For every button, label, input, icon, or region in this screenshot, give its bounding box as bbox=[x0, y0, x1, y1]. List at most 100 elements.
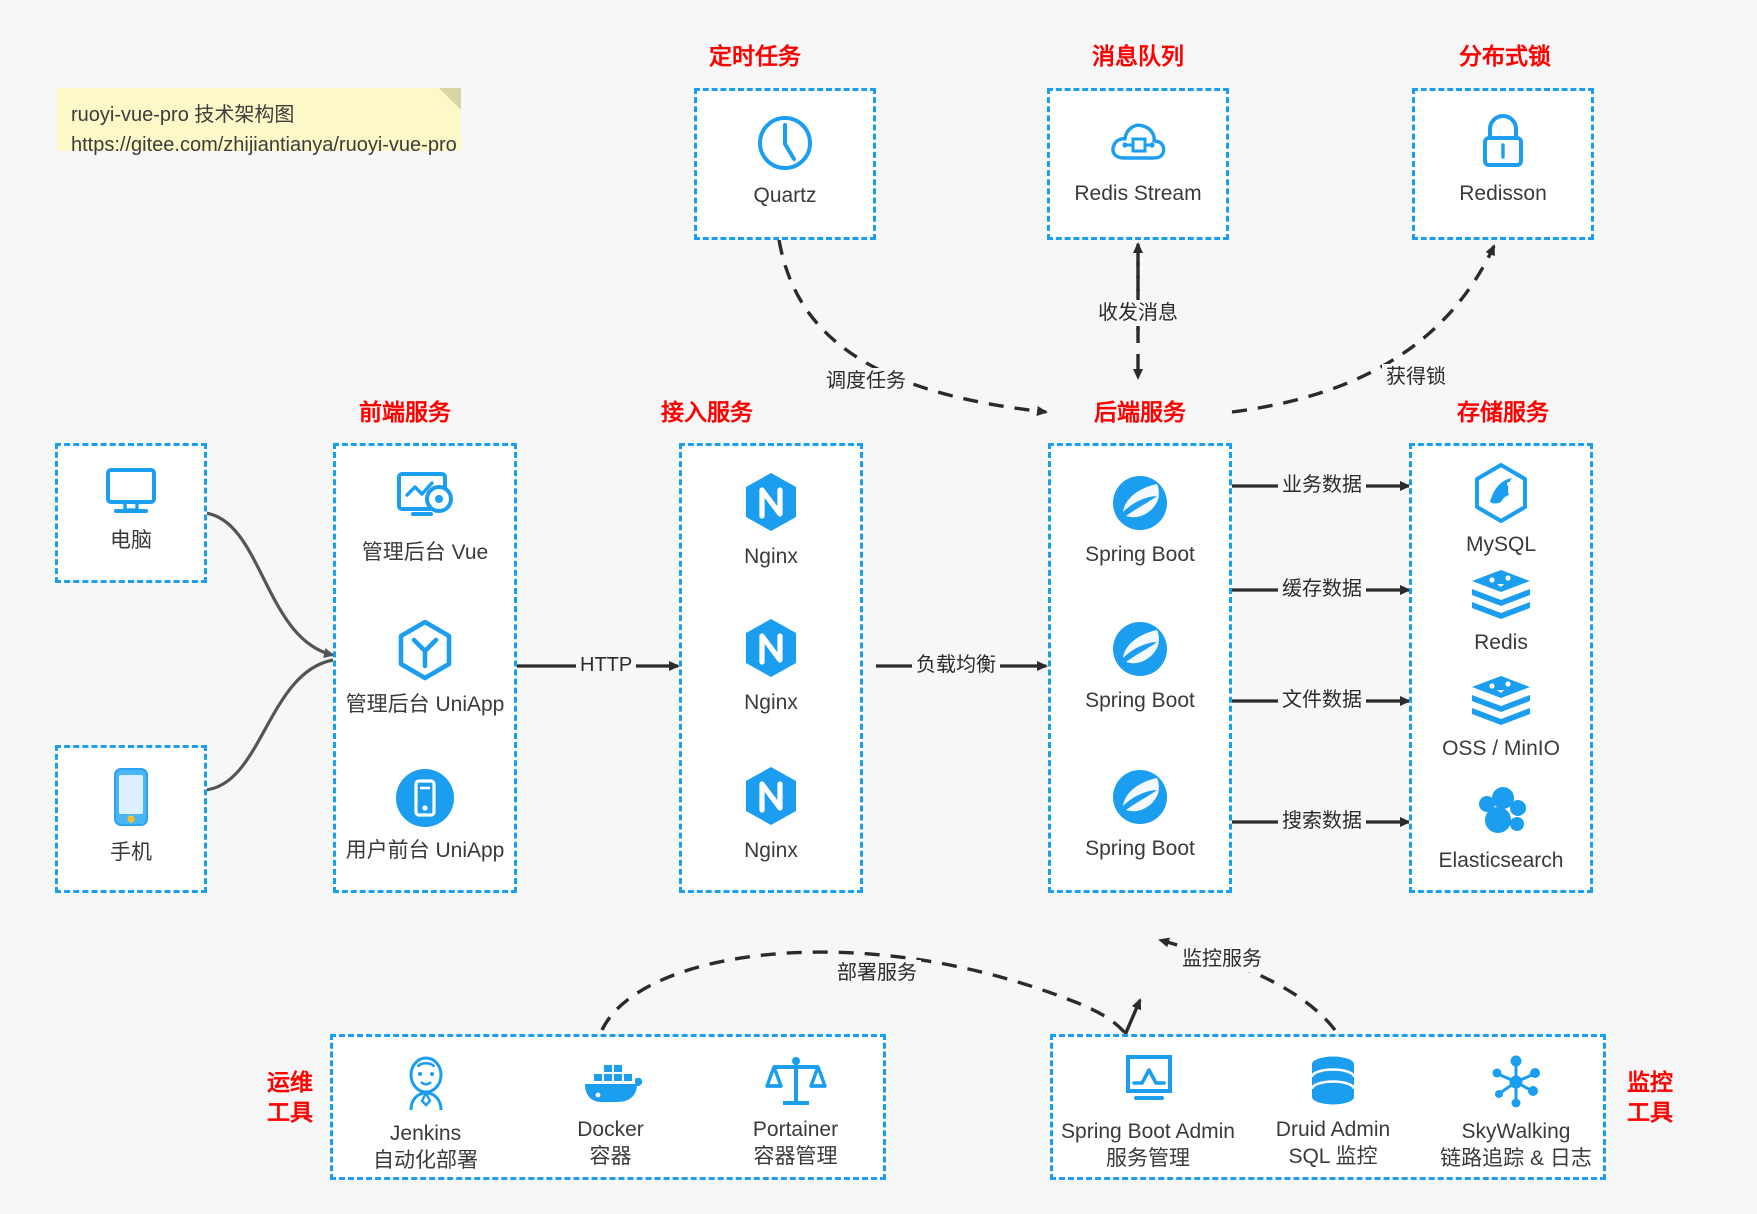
node-nginx-2[interactable]: Nginx bbox=[682, 616, 860, 716]
node-label: Druid Admin bbox=[1275, 1118, 1391, 1141]
node-label: Redis Stream bbox=[1074, 182, 1202, 205]
nginx-icon bbox=[746, 619, 796, 677]
node-label: Quartz bbox=[753, 184, 817, 207]
node-label: Elasticsearch bbox=[1438, 849, 1564, 872]
node-label: Docker bbox=[577, 1118, 644, 1141]
edge-label-send-receive-message: 收发消息 bbox=[1094, 300, 1182, 326]
group-title-monitor-line2: 工具 bbox=[1627, 1098, 1673, 1125]
node-label: Nginx bbox=[744, 691, 798, 714]
node-user-uniapp[interactable]: 用户前台 UniApp bbox=[336, 766, 514, 864]
node-admin-vue[interactable]: 管理后台 Vue bbox=[336, 468, 514, 566]
note-url: https://gitee.com/zhijiantianya/ruoyi-vu… bbox=[71, 134, 457, 156]
database-icon bbox=[1310, 1056, 1356, 1105]
edge-label-http: HTTP bbox=[576, 652, 637, 678]
docker-icon bbox=[584, 1065, 642, 1102]
node-mysql[interactable]: MySQL bbox=[1412, 462, 1590, 558]
group-box-storage[interactable]: MySQL Redis OSS / MinIO bbox=[1409, 443, 1593, 893]
edge-backend-to-redisson bbox=[1231, 244, 1496, 414]
nginx-icon bbox=[746, 767, 796, 825]
group-title-storage: 存储服务 bbox=[1457, 399, 1549, 425]
edge-label-schedule-task: 调度任务 bbox=[822, 368, 910, 394]
node-label: OSS / MinIO bbox=[1442, 737, 1560, 760]
node-quartz[interactable]: Quartz bbox=[697, 111, 873, 209]
node-skywalking[interactable]: SkyWalking 链路追踪 & 日志 bbox=[1423, 1053, 1609, 1173]
node-sublabel: 服务管理 bbox=[1106, 1147, 1190, 1171]
note-title: ruoyi-vue-pro 技术架构图 bbox=[71, 104, 295, 126]
group-box-monitor[interactable]: Spring Boot Admin 服务管理 Druid Admin SQL 监… bbox=[1050, 1034, 1606, 1180]
group-box-lock[interactable]: Redisson bbox=[1412, 88, 1594, 240]
node-sublabel: 容器管理 bbox=[753, 1145, 838, 1169]
nginx-icon bbox=[746, 473, 796, 531]
node-label: Nginx bbox=[744, 545, 798, 568]
node-label: Portainer bbox=[752, 1118, 839, 1141]
group-box-client-phone[interactable]: 手机 bbox=[55, 745, 207, 893]
edge-label-search-data: 搜索数据 bbox=[1278, 808, 1366, 834]
group-title-monitor-line1: 监控 bbox=[1627, 1069, 1673, 1095]
group-box-mq[interactable]: Redis Stream bbox=[1047, 88, 1229, 240]
node-spring-boot-admin[interactable]: Spring Boot Admin 服务管理 bbox=[1053, 1053, 1243, 1173]
group-title-devops-line2: 工具 bbox=[267, 1098, 313, 1125]
spring-boot-icon bbox=[1113, 622, 1167, 676]
group-title-lock: 分布式锁 bbox=[1459, 43, 1551, 69]
node-label: 管理后台 UniApp bbox=[345, 693, 505, 716]
diagram-note: ruoyi-vue-pro 技术架构图 https://gitee.com/zh… bbox=[57, 88, 461, 156]
node-spring-boot-1[interactable]: Spring Boot bbox=[1051, 472, 1229, 568]
node-spring-boot-2[interactable]: Spring Boot bbox=[1051, 618, 1229, 714]
node-oss-minio[interactable]: OSS / MinIO bbox=[1412, 674, 1590, 762]
node-redisson[interactable]: Redisson bbox=[1415, 111, 1591, 207]
group-title-mq: 消息队列 bbox=[1092, 43, 1184, 69]
node-elasticsearch[interactable]: Elasticsearch bbox=[1412, 782, 1590, 874]
scales-icon bbox=[764, 1057, 827, 1105]
oss-minio-icon bbox=[1472, 676, 1530, 725]
group-box-backend[interactable]: Spring Boot Spring Boot Spring Boot bbox=[1048, 443, 1232, 893]
node-label: Nginx bbox=[744, 839, 798, 862]
group-box-scheduler[interactable]: Quartz bbox=[694, 88, 876, 240]
node-sublabel: 链路追踪 & 日志 bbox=[1440, 1147, 1592, 1171]
group-box-frontend[interactable]: 管理后台 Vue 管理后台 UniApp 用户前台 UniApp bbox=[333, 443, 517, 893]
node-portainer[interactable]: Portainer 容器管理 bbox=[703, 1053, 888, 1171]
mobile-circle-icon bbox=[396, 769, 454, 827]
edge-quartz-to-backend bbox=[777, 239, 1048, 416]
edge-label-business-data: 业务数据 bbox=[1278, 472, 1366, 498]
spring-boot-icon bbox=[1113, 476, 1167, 530]
group-box-gateway[interactable]: Nginx Nginx Nginx bbox=[679, 443, 863, 893]
group-box-devops[interactable]: Jenkins 自动化部署 Docker 容器 bbox=[330, 1034, 886, 1180]
node-admin-uniapp[interactable]: 管理后台 UniApp bbox=[336, 618, 514, 718]
node-desktop[interactable]: 电脑 bbox=[58, 464, 204, 554]
node-label: 电脑 bbox=[110, 529, 152, 552]
node-redis-stream[interactable]: Redis Stream bbox=[1050, 113, 1226, 207]
dashboard-gear-icon bbox=[397, 472, 453, 516]
node-sublabel: 容器 bbox=[589, 1145, 632, 1169]
group-box-client-desktop[interactable]: 电脑 bbox=[55, 443, 207, 583]
node-label: SkyWalking bbox=[1461, 1120, 1571, 1143]
node-phone[interactable]: 手机 bbox=[58, 766, 204, 866]
skywalking-icon bbox=[1492, 1055, 1540, 1108]
edge-label-file-data: 文件数据 bbox=[1278, 687, 1366, 713]
node-label: 手机 bbox=[110, 841, 152, 864]
node-spring-boot-3[interactable]: Spring Boot bbox=[1051, 766, 1229, 862]
mysql-icon bbox=[1475, 463, 1527, 523]
edge-label-acquire-lock: 获得锁 bbox=[1382, 364, 1450, 390]
lock-icon bbox=[1483, 114, 1523, 167]
monitor-chart-icon bbox=[1126, 1055, 1172, 1100]
group-title-gateway: 接入服务 bbox=[661, 399, 753, 425]
spring-boot-icon bbox=[1113, 770, 1167, 824]
node-nginx-1[interactable]: Nginx bbox=[682, 470, 860, 570]
node-redis[interactable]: Redis bbox=[1412, 568, 1590, 656]
node-druid-admin[interactable]: Druid Admin SQL 监控 bbox=[1243, 1055, 1423, 1171]
node-docker[interactable]: Docker 容器 bbox=[518, 1057, 703, 1171]
edge-label-cache-data: 缓存数据 bbox=[1278, 576, 1366, 602]
node-jenkins[interactable]: Jenkins 自动化部署 bbox=[333, 1053, 518, 1175]
group-title-backend: 后端服务 bbox=[1094, 399, 1186, 425]
node-label: Spring Boot bbox=[1085, 543, 1195, 566]
node-sublabel: 自动化部署 bbox=[373, 1149, 478, 1173]
redis-icon bbox=[1472, 570, 1530, 619]
elasticsearch-icon bbox=[1479, 787, 1526, 833]
group-title-frontend: 前端服务 bbox=[359, 399, 451, 425]
node-label: Redisson bbox=[1459, 182, 1547, 205]
node-nginx-3[interactable]: Nginx bbox=[682, 764, 860, 864]
edge-phone-to-frontend bbox=[204, 658, 334, 792]
node-label: 用户前台 UniApp bbox=[345, 839, 505, 862]
group-title-scheduler: 定时任务 bbox=[709, 43, 801, 69]
